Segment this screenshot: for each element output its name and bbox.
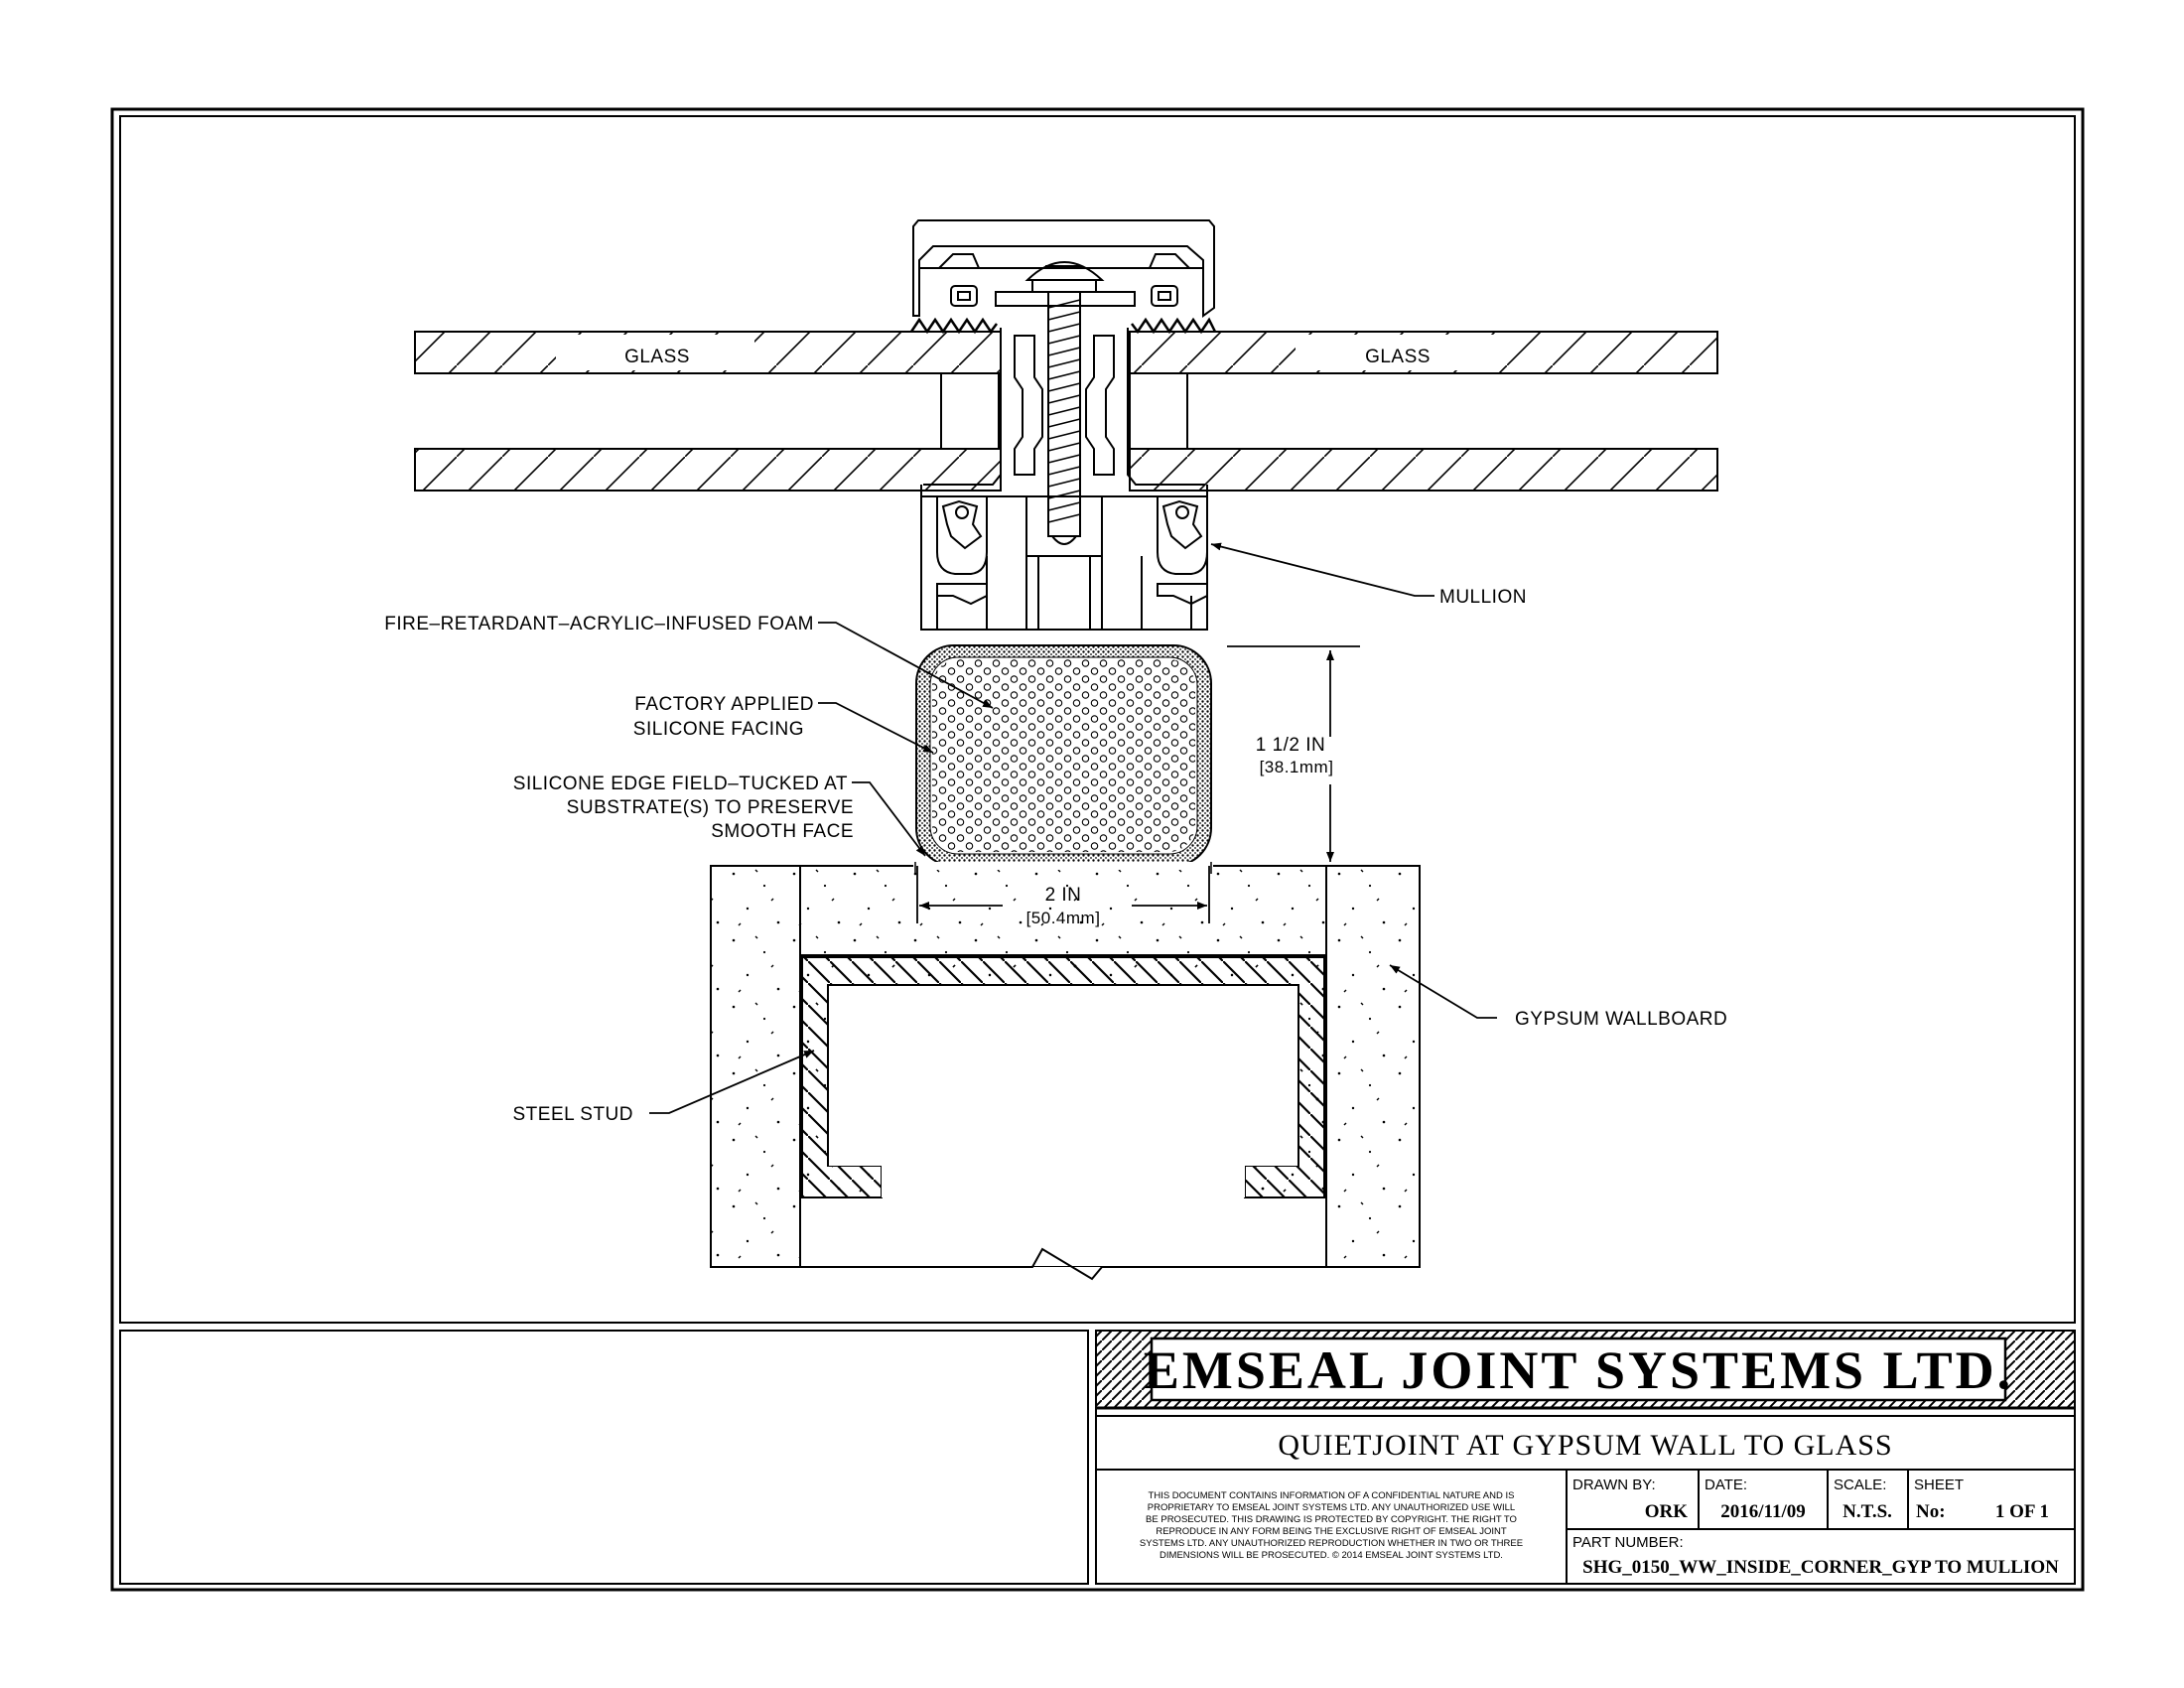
- notice-line: REPRODUCE IN ANY FORM BEING THE EXCLUSIV…: [1156, 1526, 1507, 1537]
- silicone-facing-label-2: SILICONE FACING: [633, 719, 804, 740]
- notice-line: DIMENSIONS WILL BE PROSECUTED. © 2014 EM…: [1160, 1550, 1503, 1561]
- height-dimension: [1227, 645, 1360, 862]
- glass-label-left: GLASS: [624, 347, 690, 367]
- date-value: 2016/11/09: [1720, 1501, 1806, 1522]
- notice-line: BE PROSECUTED. THIS DRAWING IS PROTECTED…: [1146, 1514, 1517, 1525]
- confidential-notice: THIS DOCUMENT CONTAINS INFORMATION OF A …: [1140, 1490, 1523, 1561]
- info-grid: [1095, 1469, 2076, 1585]
- silicone-edge-label-2: SUBSTRATE(S) TO PRESERVE: [567, 797, 854, 818]
- foam-seal: [915, 644, 1212, 867]
- silicone-edge-label-1: SILICONE EDGE FIELD–TUCKED AT: [513, 774, 848, 794]
- notice-line: PROPRIETARY TO EMSEAL JOINT SYSTEMS LTD.…: [1148, 1502, 1515, 1513]
- gypsum-wallboard-label: GYPSUM WALLBOARD: [1515, 1009, 1727, 1030]
- foam-label: FIRE–RETARDANT–ACRYLIC–INFUSED FOAM: [384, 614, 814, 634]
- part-number-value: SHG_0150_WW_INSIDE_CORNER_GYP TO MULLION: [1582, 1557, 2059, 1578]
- sheet-label: SHEET: [1914, 1477, 1964, 1493]
- sheet-no-label: No:: [1916, 1501, 1946, 1522]
- glass-pane-left: [414, 331, 1002, 492]
- notice-line: SYSTEMS LTD. ANY UNAUTHORIZED REPRODUCTI…: [1140, 1538, 1523, 1549]
- drawn-by-label: DRAWN BY:: [1572, 1477, 1656, 1493]
- notice-line: THIS DOCUMENT CONTAINS INFORMATION OF A …: [1149, 1490, 1515, 1501]
- sheet-value: 1 OF 1: [1995, 1501, 2049, 1522]
- width-dimension-imperial: 2 IN: [1045, 885, 1082, 906]
- silicone-facing-label-1: FACTORY APPLIED: [634, 694, 814, 715]
- silicone-edge-label-3: SMOOTH FACE: [711, 821, 854, 842]
- steel-stud-label: STEEL STUD: [513, 1104, 634, 1125]
- drawn-by-value: ORK: [1645, 1501, 1689, 1522]
- height-dimension-imperial: 1 1/2 IN: [1256, 735, 1326, 756]
- part-number-label: PART NUMBER:: [1572, 1534, 1684, 1551]
- steel-stud: [711, 956, 1420, 1281]
- mullion: [909, 219, 1217, 631]
- scale-value: N.T.S.: [1843, 1501, 1892, 1522]
- date-label: DATE:: [1705, 1477, 1747, 1493]
- scale-label: SCALE:: [1834, 1477, 1886, 1493]
- company-name: EMSEAL JOINT SYSTEMS LTD.: [1144, 1340, 2013, 1400]
- leader-lines: [649, 542, 1497, 1114]
- width-dimension: [916, 866, 1210, 923]
- height-dimension-metric: [38.1mm]: [1260, 758, 1334, 776]
- drawing-title: QUIETJOINT AT GYPSUM WALL TO GLASS: [1278, 1429, 1892, 1462]
- company-banner: [1095, 1330, 2076, 1410]
- width-dimension-metric: [50.4mm]: [1026, 909, 1101, 927]
- mullion-label: MULLION: [1439, 587, 1527, 608]
- glass-label-right: GLASS: [1365, 347, 1431, 367]
